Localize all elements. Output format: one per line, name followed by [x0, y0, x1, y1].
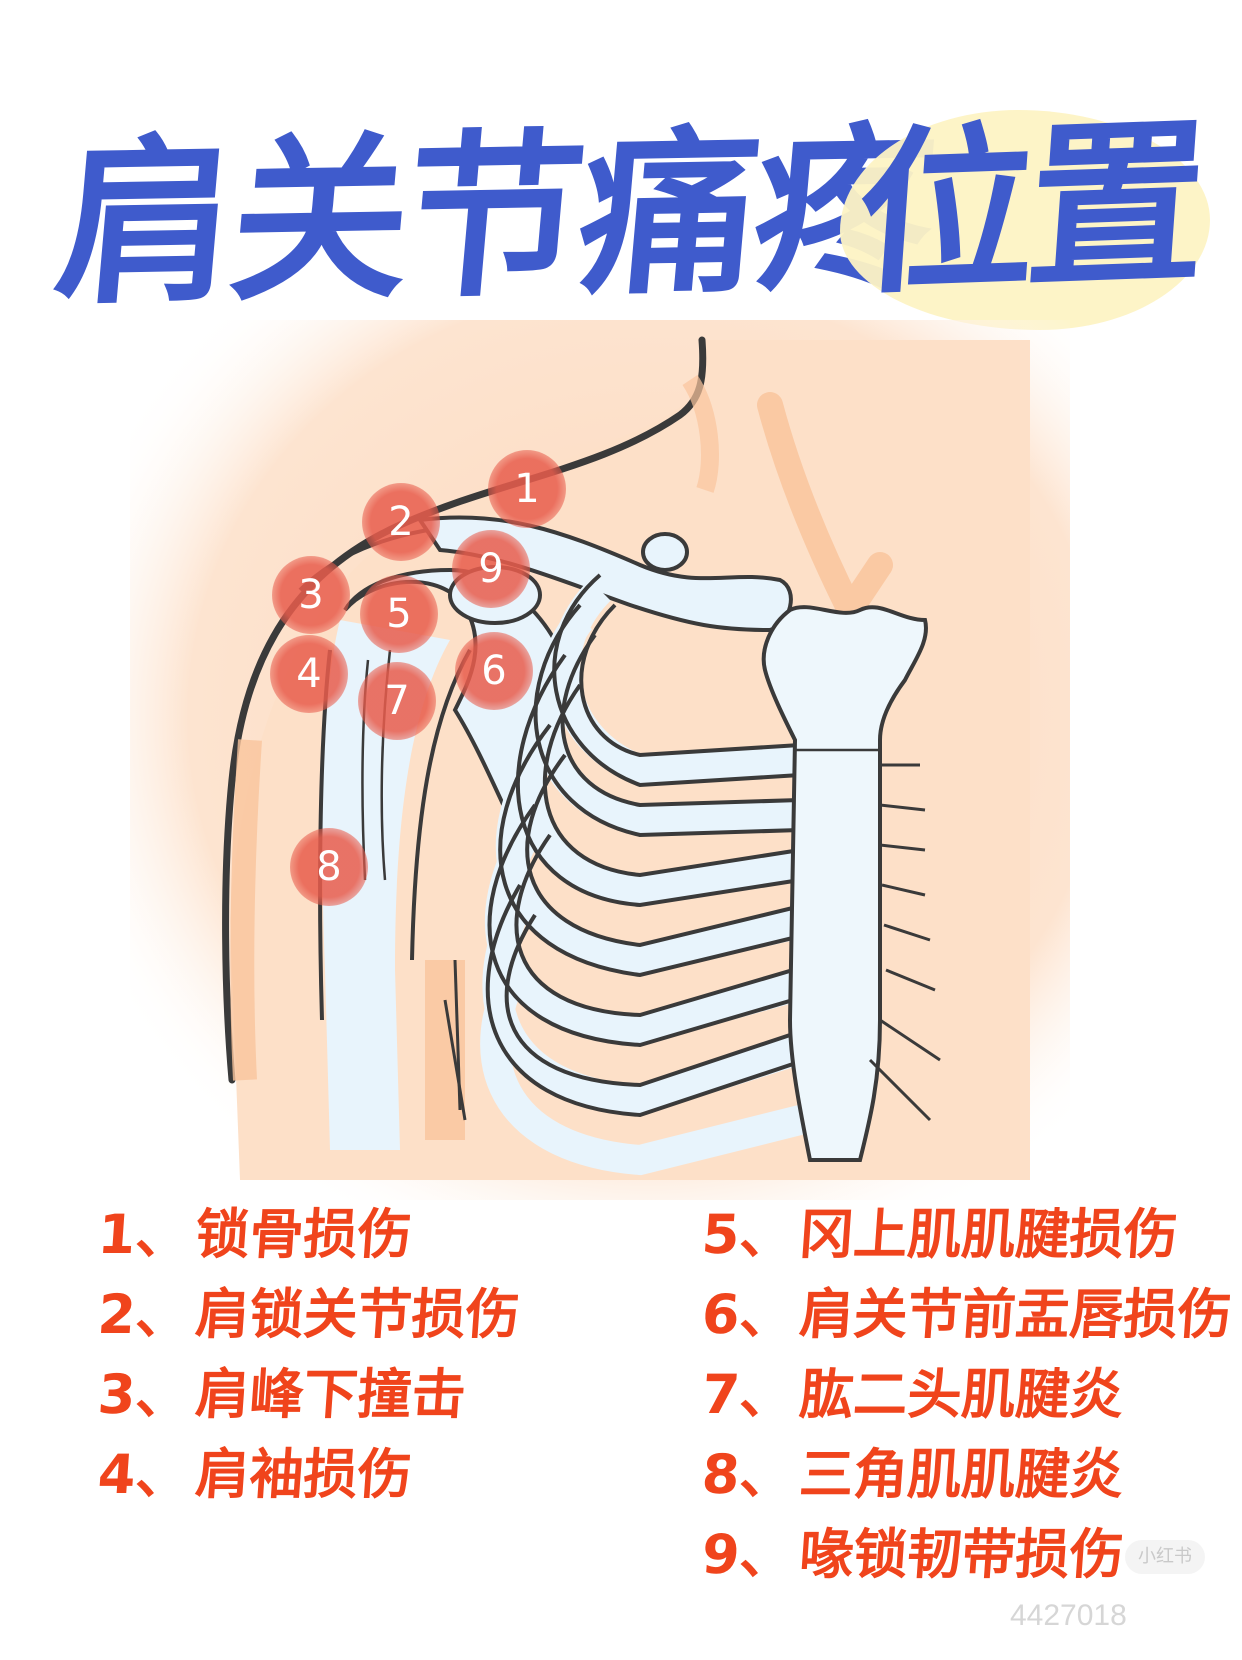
shoulder-illustration: 1 2 3 4 5 6 7 8 9 — [0, 320, 1242, 1200]
pain-marker-6[interactable]: 6 — [455, 632, 533, 710]
watermark-logo: 小红书 — [1125, 1540, 1205, 1574]
pain-marker-1[interactable]: 1 — [488, 450, 566, 528]
legend-item-5: 5、冈上肌肌腱损伤 — [699, 1203, 1180, 1266]
ribcage — [480, 573, 844, 1176]
legend-item-1: 1、锁骨损伤 — [95, 1203, 414, 1266]
sternum — [761, 605, 928, 1162]
legend-item-8: 8、三角肌肌腱炎 — [699, 1443, 1126, 1506]
legend-item-7: 7、肱二头肌腱炎 — [699, 1363, 1126, 1426]
legend-item-6: 6、肩关节前盂唇损伤 — [699, 1283, 1234, 1346]
pain-marker-5[interactable]: 5 — [360, 575, 438, 653]
title-block: 肩关节痛疼 位置 — [0, 70, 1242, 340]
costal-cartilage — [868, 763, 941, 1122]
pain-marker-7[interactable]: 7 — [358, 662, 436, 740]
watermark-id: 4427018 — [1010, 1599, 1127, 1632]
humerus — [322, 620, 450, 1150]
title-highlight-blob — [840, 110, 1210, 330]
legend-left-column: 1、锁骨损伤 2、肩锁关节损伤 3、肩峰下撞击 4、肩袖损伤 — [95, 1195, 522, 1515]
pain-marker-8[interactable]: 8 — [290, 828, 368, 906]
title-main: 肩关节痛疼 — [48, 106, 938, 329]
legend-item-4: 4、肩袖损伤 — [95, 1443, 414, 1506]
legend-item-3: 3、肩峰下撞击 — [95, 1363, 468, 1426]
anatomy-drawing — [130, 320, 1070, 1200]
pain-marker-2[interactable]: 2 — [362, 483, 440, 561]
pain-marker-4[interactable]: 4 — [270, 635, 348, 713]
title-highlight-text: 位置 — [850, 100, 1206, 319]
legend-item-2: 2、肩锁关节损伤 — [95, 1283, 522, 1346]
pain-marker-9[interactable]: 9 — [452, 530, 530, 608]
legend-right-column: 5、冈上肌肌腱损伤 6、肩关节前盂唇损伤 7、肱二头肌腱炎 8、三角肌肌腱炎 9… — [699, 1195, 1234, 1595]
pain-marker-3[interactable]: 3 — [272, 556, 350, 634]
